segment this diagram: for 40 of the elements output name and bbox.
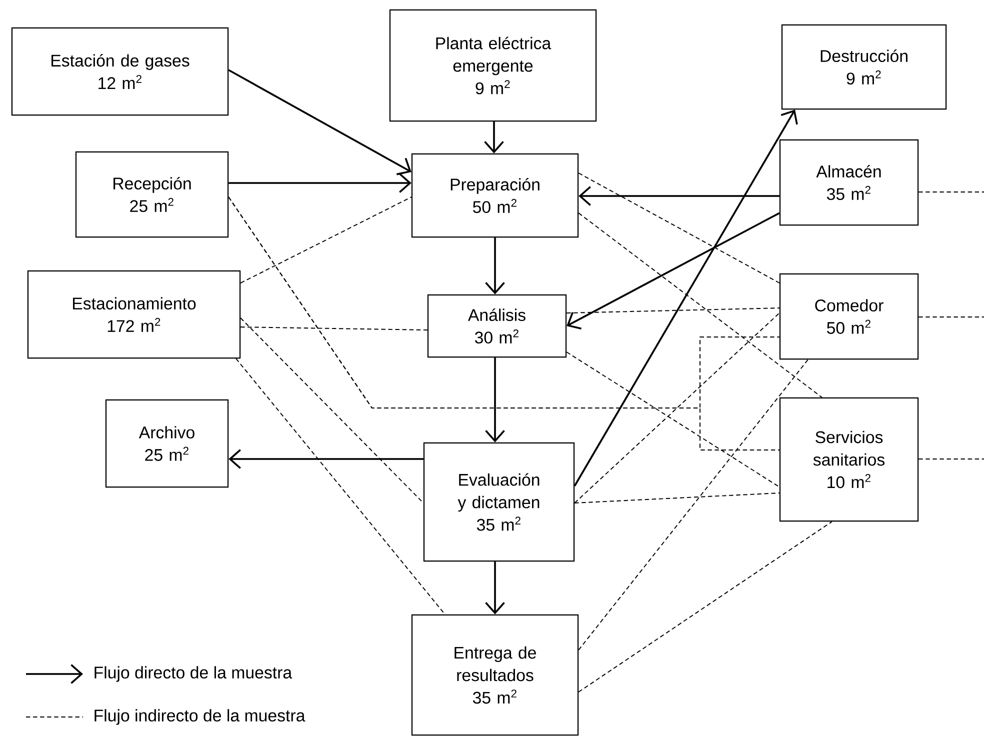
connector-line [578, 521, 832, 692]
process-box: Estación de gases 12 m$^{2}$ [11, 27, 229, 116]
process-box: Archivo 25 m$^{2}$ [105, 399, 229, 488]
process-box: Análisis 30 m$^{2}$ [427, 294, 567, 358]
legend-text: Flujo directo de la muestra [94, 666, 292, 682]
connector-line [240, 326, 428, 330]
process-box: Estacionamiento 172 m$^{2}$ [27, 270, 241, 359]
connector-line [236, 358, 446, 615]
connector-line [918, 458, 984, 460]
process-box: Preparación 50 m$^{2}$ [411, 153, 579, 238]
process-box: Comedor 50 m$^{2}$ [779, 273, 919, 360]
connector-line [574, 312, 780, 504]
connector-line [918, 316, 984, 318]
connector-line [228, 196, 780, 450]
process-box: Recepción 25 m$^{2}$ [75, 151, 229, 238]
process-box: Evaluación y dictamen 35 m$^{2}$ [423, 442, 575, 562]
process-box: Destrucción 9 m$^{2}$ [781, 24, 947, 110]
arrow [485, 562, 505, 614]
arrow [228, 173, 412, 193]
process-box: Servicios sanitarios 10 m$^{2}$ [779, 397, 919, 522]
process-box: Entrega de resultados 35 m$^{2}$ [411, 614, 579, 736]
connector-line [574, 492, 780, 504]
connector-line [578, 172, 780, 284]
arrow [578, 186, 780, 206]
arrow [574, 110, 798, 486]
connector-line [240, 318, 424, 504]
process-box: Planta eléctrica emergente 9 m$^{2}$ [389, 9, 597, 122]
connector-line [566, 308, 780, 314]
arrow [485, 358, 505, 442]
connector-line [566, 352, 780, 488]
arrow [484, 122, 504, 154]
connector-line [578, 359, 808, 650]
connector-line [578, 212, 822, 398]
arrow [566, 212, 780, 330]
legend-text: Flujo indirecto de la muestra [94, 709, 306, 725]
arrow [485, 238, 505, 294]
process-box: Almacén 35 m$^{2}$ [779, 139, 919, 226]
arrow [228, 69, 412, 176]
connector-line [240, 196, 412, 284]
arrow [228, 449, 424, 469]
